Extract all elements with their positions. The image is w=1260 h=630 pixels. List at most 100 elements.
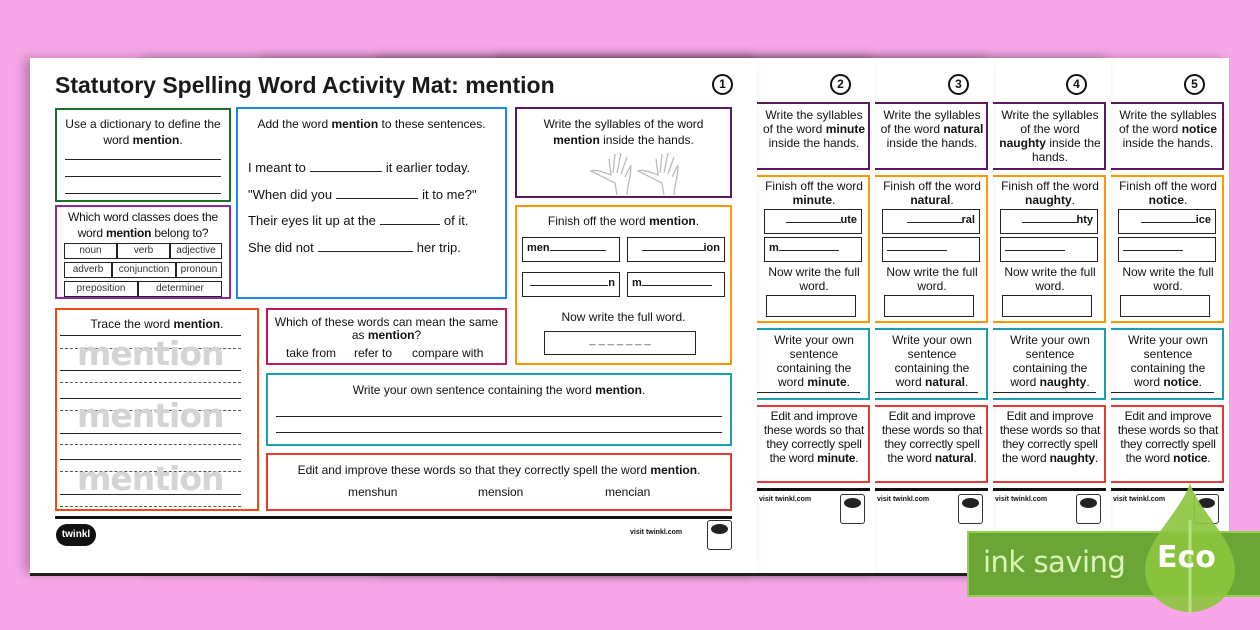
sentence-blank[interactable] [317,240,413,252]
full-word-input[interactable] [766,295,856,317]
word-part-box[interactable]: n [522,272,620,297]
visit-link[interactable]: visit twinkl.com [630,529,683,536]
quality-badge-icon [840,494,865,524]
word-class-option[interactable]: noun [64,243,117,259]
word-classes-instruction: Which word classes does the word mention… [67,210,218,240]
word-part-box[interactable]: m [627,272,725,297]
answer-line[interactable] [65,176,221,177]
trace-word[interactable]: mention [77,334,225,373]
word-class-option[interactable]: verb [117,243,170,259]
page-title: Statutory Spelling Word Activity Mat: me… [55,72,555,98]
word-part-box[interactable]: men [522,237,620,262]
word-part-box[interactable] [1118,237,1216,262]
word-part-box[interactable]: ute [764,209,862,234]
word-class-option[interactable]: pronoun [176,262,222,278]
word-class-option[interactable]: preposition [64,281,138,297]
hands-icon[interactable] [582,151,682,197]
trace-word[interactable]: mention [77,459,225,498]
visit-link[interactable]: visit twinkl.com [877,496,930,503]
define-instruction: Use a dictionary to define the word ment… [65,117,221,147]
word-part-box[interactable]: ral [882,209,980,234]
word-class-option[interactable]: conjunction [112,262,176,278]
page-number: 1 [712,74,733,95]
answer-line[interactable] [65,193,221,194]
misspelling[interactable]: menshun [348,485,398,499]
trace-instruction: Trace the word mention. [90,317,224,331]
synonyms-box: Which of these words can mean the same a… [266,308,507,365]
edit-instruction: Edit and improve these words so that the… [999,409,1101,465]
full-word-label: Now write the full word. [768,265,860,293]
edit-instruction: Edit and improve these words so that the… [763,409,865,465]
full-word-label: Now write the full word. [1004,265,1096,293]
word-part-box[interactable]: hty [1000,209,1098,234]
trace-word[interactable]: mention [77,396,225,435]
word-part-box[interactable] [882,237,980,262]
syllables-instruction: Write the syllables of the word naughty … [999,108,1101,164]
own-sentence-instruction: Write your own sentence containing the w… [774,333,854,389]
full-word-label: Now write the full word. [886,265,978,293]
answer-line[interactable] [276,416,722,417]
word-part-box[interactable]: m [764,237,862,262]
add-word-instruction: Add the word mention to these sentences. [257,117,486,131]
finish-instruction: Finish off the word natural. [883,179,981,207]
answer-line[interactable] [276,432,722,433]
word-class-option[interactable]: adverb [64,262,112,278]
edit-instruction: Edit and improve these words so that the… [297,463,701,477]
synonym-option[interactable]: refer to [354,346,393,360]
misspelling[interactable]: mencian [605,485,651,499]
own-sentence-instruction: Write your own sentence containing the w… [1128,333,1208,389]
visit-link[interactable]: visit twinkl.com [1113,496,1166,503]
finish-instruction: Finish off the word naughty. [1001,179,1099,207]
syllables-instruction: Write the syllables of the word notice i… [1118,108,1218,150]
full-word-input[interactable] [1002,295,1092,317]
syllables-instruction: Write the syllables of the word minute i… [762,108,866,150]
twinkl-logo: twinkl [56,524,96,546]
word-class-option[interactable]: adjective [170,243,222,259]
synonyms-instruction: Which of these words can mean the same a… [274,315,499,342]
sentence-blank[interactable] [379,213,440,225]
finish-instruction: Finish off the word notice. [1119,179,1217,207]
word-part-box[interactable] [1000,237,1098,262]
footer-divider [55,516,732,519]
edit-instruction: Edit and improve these words so that the… [881,409,983,465]
finish-instruction: Finish off the word mention. [547,214,700,228]
ink-saving-label: ink saving [983,545,1126,579]
page-number: 3 [948,74,969,95]
edit-instruction: Edit and improve these words so that the… [1117,409,1219,465]
misspelling[interactable]: mension [478,485,524,499]
page-number: 5 [1184,74,1205,95]
eco-leaf-icon [1145,483,1235,613]
sentence-blank[interactable] [309,160,382,172]
synonym-option[interactable]: take from [286,346,337,360]
own-sentence-instruction: Write your own sentence containing the w… [1010,333,1090,389]
full-word-input[interactable] [1120,295,1210,317]
define-box: Use a dictionary to define the word ment… [55,108,231,202]
answer-line[interactable] [65,159,221,160]
full-word-input[interactable]: _ _ _ _ _ _ _ [544,331,696,355]
sentence-blank[interactable] [336,187,419,199]
word-class-option[interactable]: determiner [138,281,222,297]
visit-link[interactable]: visit twinkl.com [759,496,812,503]
full-word-input[interactable] [884,295,974,317]
worksheet-page-1: Statutory Spelling Word Activity Mat: me… [30,58,757,573]
page-number: 2 [830,74,851,95]
full-word-label: Now write the full word. [561,310,686,324]
synonym-option[interactable]: compare with [412,346,484,360]
own-sentence-box: Write your own sentence containing the w… [266,373,732,446]
finish-instruction: Finish off the word minute. [765,179,863,207]
trace-box: Trace the word mention. mention mention … [55,308,259,511]
word-part-box[interactable]: ion [627,237,725,262]
syllables-instruction: Write the syllables of the word natural … [880,108,984,150]
quality-badge-icon [1076,494,1101,524]
visit-link[interactable]: visit twinkl.com [995,496,1048,503]
word-part-box[interactable]: ice [1118,209,1216,234]
own-sentence-instruction: Write your own sentence containing the w… [892,333,972,389]
quality-badge-icon [707,520,732,550]
quality-badge-icon [958,494,983,524]
